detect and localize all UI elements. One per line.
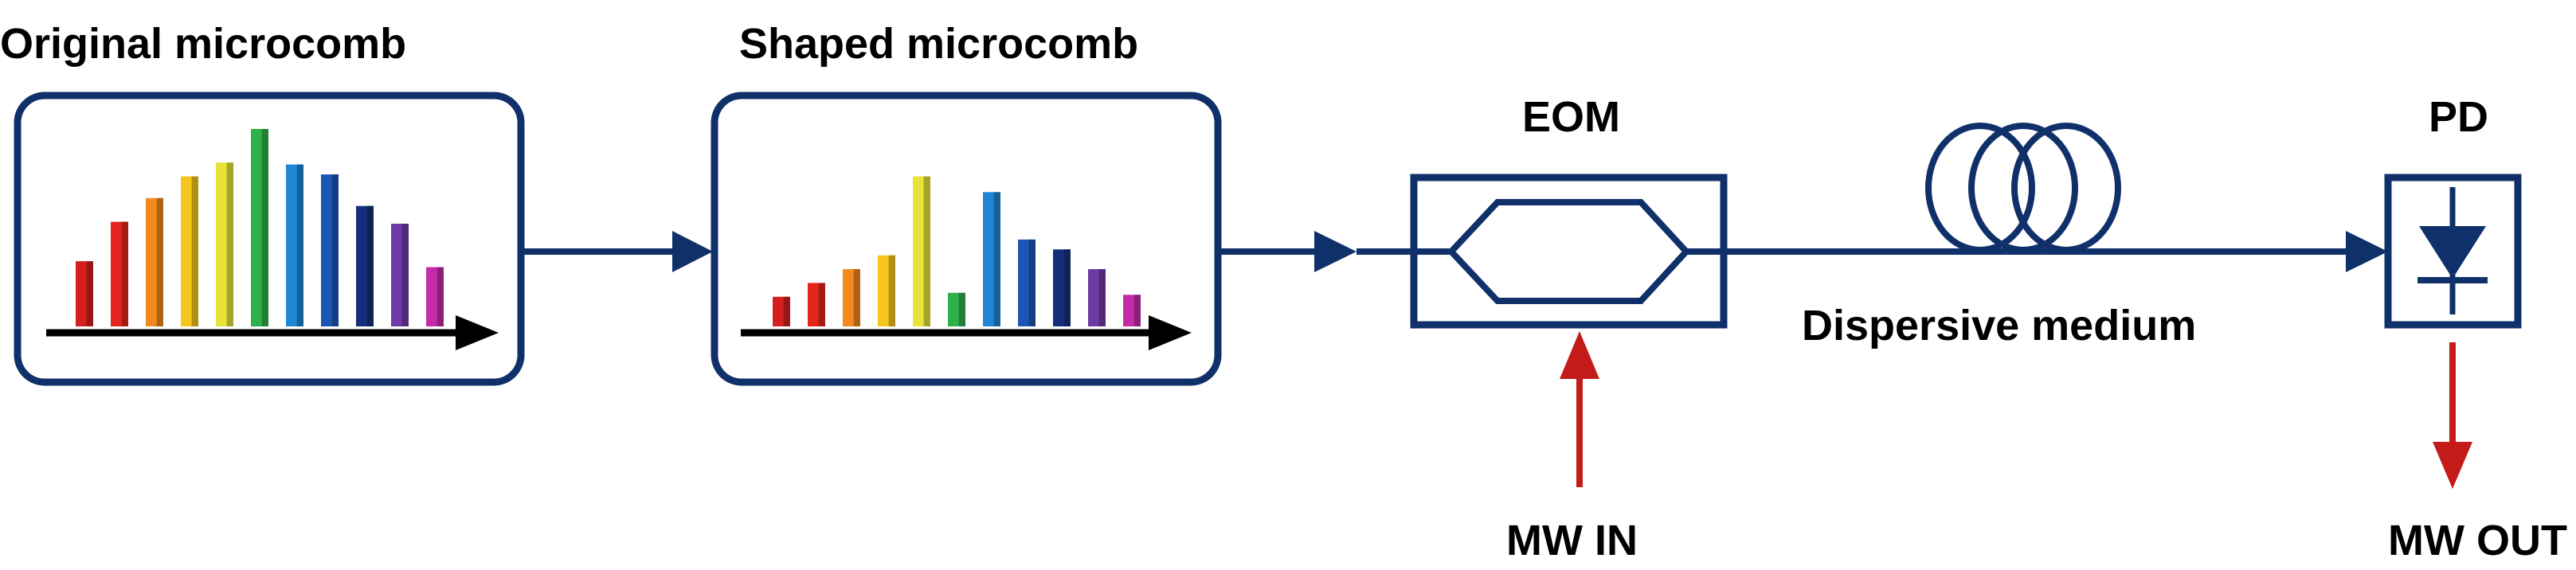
mw-in-label: MW IN	[1506, 517, 1638, 564]
eom-modulator	[1410, 174, 1728, 329]
shaped-microcomb-label: Shaped microcomb	[739, 20, 1139, 68]
comb-original-line-8-shade	[331, 174, 339, 326]
comb-original-line-3-shade	[156, 197, 163, 326]
fiber-line	[1724, 231, 2388, 272]
comb-original-line-1-shade	[86, 261, 93, 326]
comb-original-line-6-shade	[261, 129, 268, 326]
comb-shaped-line-9-shade	[1063, 249, 1071, 326]
comb-shaped-line-11-shade	[1133, 295, 1141, 326]
shaped-frequency-axis-arrow	[741, 315, 1192, 350]
mw-out-label: MW OUT	[2388, 517, 2567, 564]
original-comb-bars	[76, 129, 444, 326]
comb-shaped-line-2-shade	[818, 283, 825, 326]
fiber-spool-icon	[1925, 123, 2121, 253]
comb-shaped-line-6-shade	[958, 292, 965, 326]
comb-shaped-line-10-shade	[1098, 269, 1106, 326]
original-microcomb-label: Original microcomb	[0, 20, 407, 68]
comb-original-line-9-shade	[366, 205, 374, 326]
comb-original-line-2-shade	[121, 221, 128, 326]
comb-original-line-5-shade	[226, 162, 233, 326]
comb-original-line-7-shade	[296, 164, 303, 326]
comb-original-line-4-shade	[191, 176, 198, 326]
eom-label: EOM	[1522, 93, 1621, 141]
comb-shaped-line-8-shade	[1028, 239, 1035, 326]
pd-label: PD	[2429, 93, 2489, 141]
shaped-comb-bars	[773, 176, 1141, 326]
comb-original-line-11-shade	[437, 267, 444, 326]
original-frequency-axis-arrow	[46, 315, 499, 350]
comb-shaped-line-7-shade	[993, 192, 1000, 326]
comb-shaped-line-3-shade	[853, 269, 860, 326]
shaped-microcomb-box	[711, 92, 1222, 386]
dispersive-medium-label: Dispersive medium	[1802, 302, 2197, 349]
comb-original-line-10-shade	[401, 224, 409, 326]
photodetector	[2384, 174, 2522, 329]
connector-arrow-2	[1218, 231, 1414, 272]
mw-out-arrow	[2433, 342, 2472, 489]
comb-shaped-line-5-shade	[923, 176, 930, 326]
connector-arrow-1	[521, 231, 713, 272]
mw-in-arrow	[1560, 331, 1599, 487]
comb-shaped-line-4-shade	[888, 255, 895, 326]
comb-shaped-line-1-shade	[783, 296, 790, 326]
diode-icon	[2419, 226, 2486, 279]
original-microcomb-box	[14, 92, 525, 386]
